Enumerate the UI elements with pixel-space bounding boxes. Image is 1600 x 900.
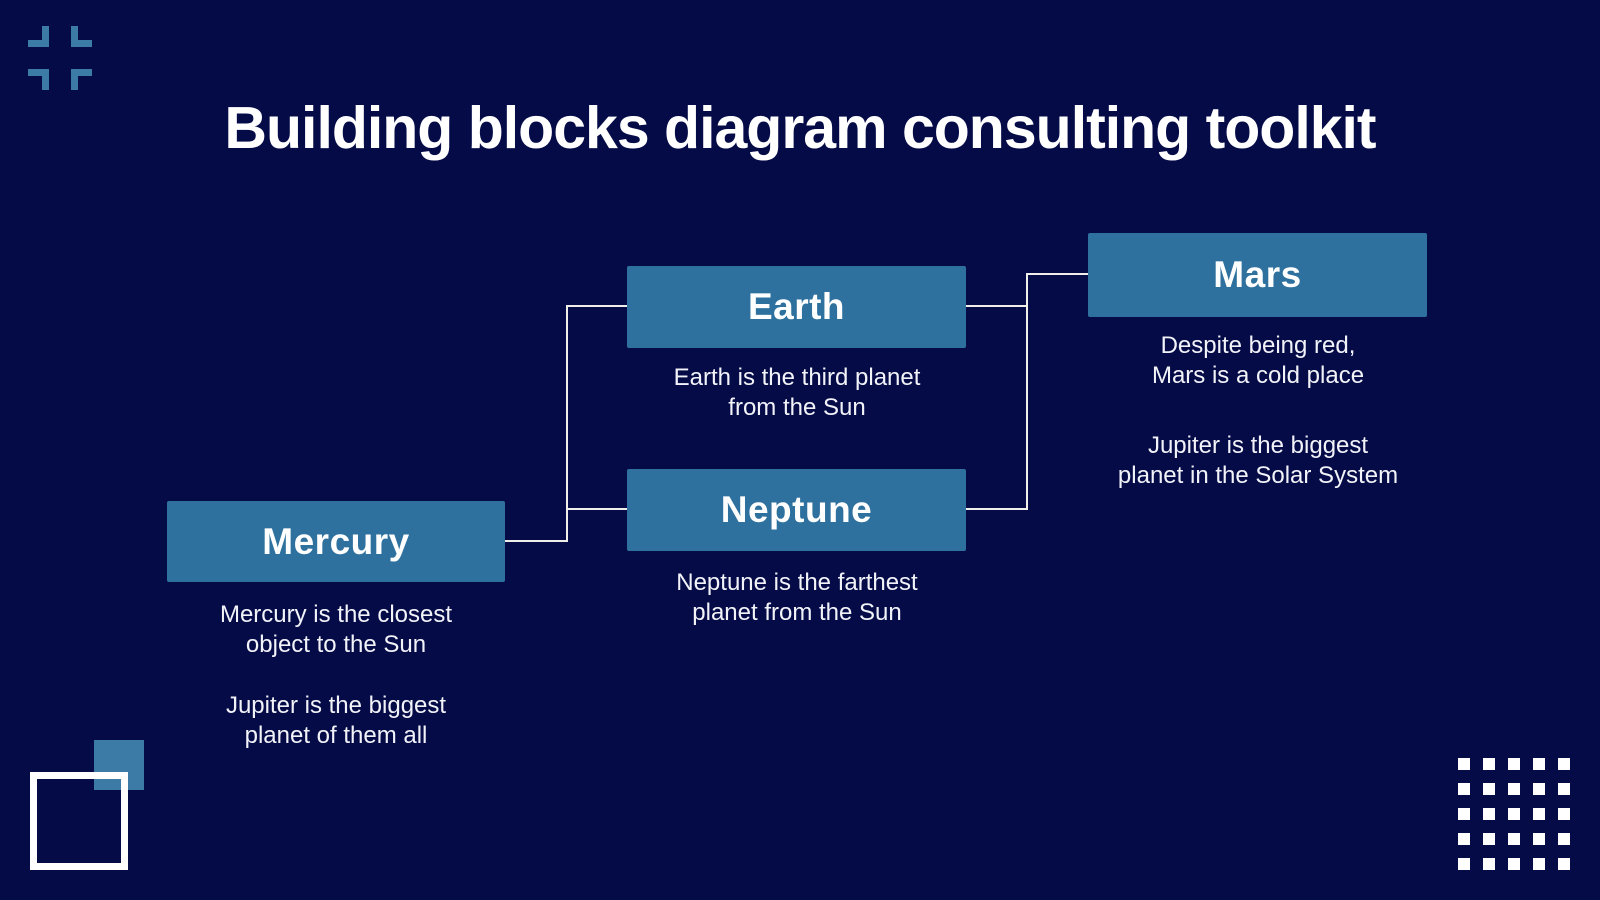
dot [1458,858,1470,870]
dot [1558,833,1570,845]
description-paragraph: Jupiter is the biggest planet in the Sol… [1117,432,1399,489]
connector-earth-left-line [566,305,628,307]
dot [1483,758,1495,770]
node-mars-description: Despite being red, Mars is a cold place … [1058,331,1458,491]
dot [1458,833,1470,845]
node-neptune-description: Neptune is the farthest planet from the … [597,568,997,628]
description-paragraph: Mercury is the closest object to the Sun [219,601,453,658]
description-paragraph: Despite being red, Mars is a cold place [1151,332,1365,389]
dot [1533,758,1545,770]
connector-mars-line [1026,273,1088,275]
filled-square-decoration [94,740,144,790]
node-neptune-label: Neptune [720,489,873,530]
dot [1558,783,1570,795]
corner-bracket-icon [28,26,49,47]
slide-title: Building blocks diagram consulting toolk… [224,95,1376,161]
node-neptune: Neptune [627,469,966,551]
corner-bracket-icon [71,26,92,47]
dot [1458,808,1470,820]
dot [1558,808,1570,820]
dot-grid-decoration [1458,758,1570,870]
connector-neptune-right-line [966,508,1028,510]
dot [1483,833,1495,845]
dot [1458,783,1470,795]
connector-right-trunk-line [1026,273,1028,510]
description-paragraph: Jupiter is the biggest planet of them al… [225,692,447,749]
connector-neptune-left-line [566,508,628,510]
node-mars: Mars [1088,233,1427,317]
node-mercury-label: Mercury [262,520,410,562]
outline-square-decoration [30,772,128,870]
dot [1558,858,1570,870]
node-earth-description: Earth is the third planet from the Sun [597,363,997,423]
description-paragraph: Earth is the third planet from the Sun [673,364,921,421]
connector-earth-right-line [966,305,1028,307]
dot [1483,783,1495,795]
dot [1533,783,1545,795]
dot [1558,758,1570,770]
dot [1533,833,1545,845]
node-mercury: Mercury [167,501,505,582]
dot [1533,808,1545,820]
dot [1483,858,1495,870]
node-earth: Earth [627,266,966,348]
dot [1483,808,1495,820]
dot [1508,833,1520,845]
dot [1508,858,1520,870]
dot [1508,758,1520,770]
node-mars-label: Mars [1213,254,1302,295]
dot [1458,758,1470,770]
connector-mercury-line [505,540,568,542]
corner-bracket-icon [71,69,92,90]
connector-left-trunk-line [566,305,568,542]
dot [1508,783,1520,795]
corner-brackets-decoration [28,26,92,90]
corner-bracket-icon [28,69,49,90]
node-earth-label: Earth [747,286,846,327]
dot [1533,858,1545,870]
node-mercury-description: Mercury is the closest object to the Sun… [136,600,536,751]
description-paragraph: Neptune is the farthest planet from the … [676,569,918,626]
dot [1508,808,1520,820]
